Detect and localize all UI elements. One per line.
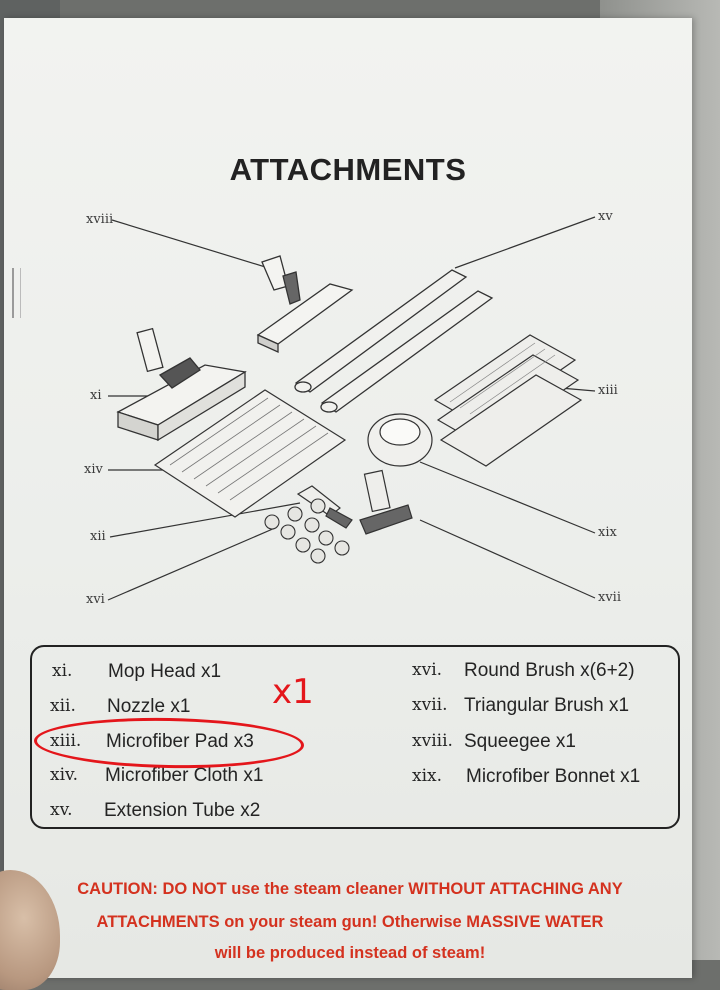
label-xviii: xviii bbox=[86, 212, 114, 227]
manual-page bbox=[4, 18, 692, 978]
parts-legend-box bbox=[30, 645, 680, 829]
label-xv: xv bbox=[598, 209, 613, 224]
leader-line-xviii bbox=[111, 219, 276, 271]
legend-num: xii. bbox=[50, 696, 76, 716]
legend-text: Extension Tube x2 bbox=[104, 800, 261, 821]
microfiber-pads-drawing bbox=[433, 334, 583, 467]
legend-text: Microfiber Bonnet x1 bbox=[466, 766, 641, 787]
microfiber-bonnet-drawing bbox=[367, 413, 433, 467]
legend-text: Mop Head x1 bbox=[108, 661, 222, 682]
leader-line-xix bbox=[419, 461, 596, 534]
legend-text: Microfiber Pad x3 bbox=[106, 731, 254, 752]
legend-text: Microfiber Cloth x1 bbox=[105, 765, 264, 786]
leader-line-xvi bbox=[107, 527, 276, 601]
leader-line-xv bbox=[454, 216, 596, 269]
legend-num: xvi. bbox=[412, 660, 443, 680]
label-xvi: xvi bbox=[86, 592, 105, 607]
squeegee-drawing bbox=[256, 255, 354, 354]
staple-mark bbox=[12, 268, 21, 318]
legend-num: xviii. bbox=[412, 731, 453, 751]
leader-line-xvii bbox=[419, 519, 596, 599]
handwritten-note: x1 bbox=[272, 672, 314, 712]
label-xii: xii bbox=[90, 529, 106, 544]
legend-num: xi. bbox=[52, 661, 73, 681]
label-xvii: xvii bbox=[598, 590, 621, 605]
caution-line-1: CAUTION: DO NOT use the steam cleaner WI… bbox=[77, 880, 623, 898]
label-xix: xix bbox=[598, 525, 617, 540]
caution-line-3: will be produced instead of steam! bbox=[214, 944, 486, 962]
legend-num: xvii. bbox=[412, 695, 448, 715]
mop-head-drawing bbox=[116, 327, 247, 442]
label-xiv: xiv bbox=[84, 462, 103, 477]
legend-num: xv. bbox=[50, 800, 73, 820]
extension-tubes-drawing bbox=[294, 269, 494, 413]
caution-line-2: ATTACHMENTS on your steam gun! Otherwise… bbox=[96, 913, 604, 931]
legend-num: xiii. bbox=[50, 731, 82, 751]
legend-num: xix. bbox=[412, 766, 443, 786]
label-xiii: xiii bbox=[598, 383, 618, 398]
microfiber-cloth-drawing bbox=[153, 389, 347, 518]
legend-text: Round Brush x(6+2) bbox=[464, 660, 635, 681]
leader-line-xii bbox=[109, 502, 301, 538]
legend-num: xiv. bbox=[50, 765, 79, 785]
triangular-brush-drawing bbox=[359, 469, 413, 535]
legend-text: Triangular Brush x1 bbox=[464, 695, 630, 716]
legend-text: Nozzle x1 bbox=[107, 696, 191, 717]
attachments-diagram bbox=[107, 216, 596, 601]
page-title: ATTACHMENTS bbox=[229, 152, 467, 187]
label-xi: xi bbox=[90, 388, 102, 403]
round-brushes-drawing bbox=[264, 498, 350, 564]
legend-text: Squeegee x1 bbox=[464, 731, 576, 752]
